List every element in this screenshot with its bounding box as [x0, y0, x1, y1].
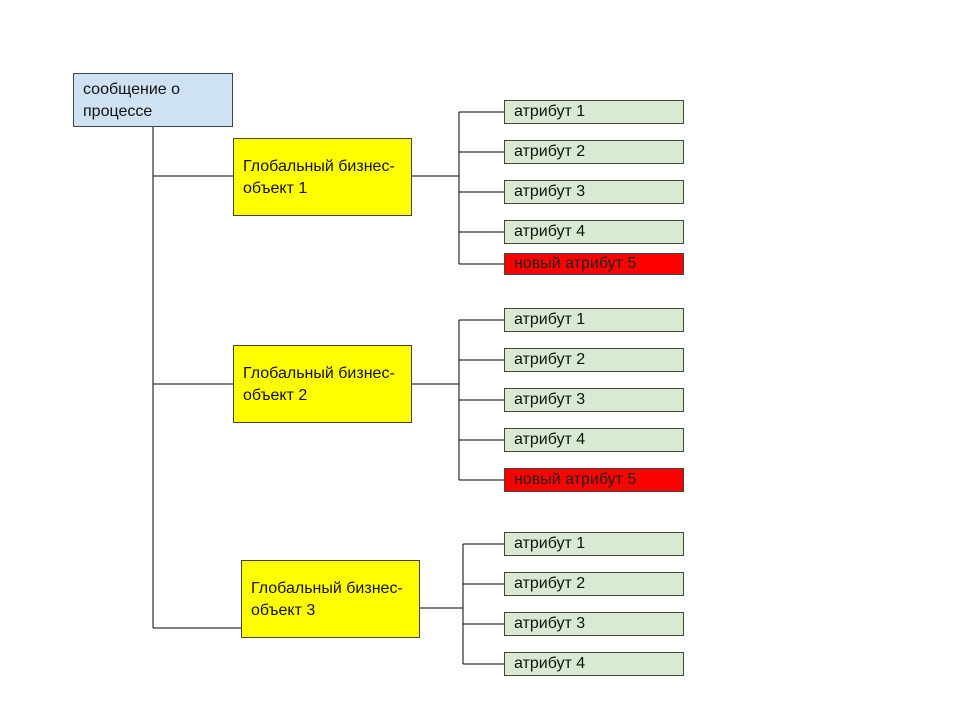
attribute-node: атрибут 4	[504, 220, 684, 244]
process-message-node: сообщение о процессе	[73, 73, 233, 127]
attribute-node: атрибут 3	[504, 388, 684, 412]
new-attribute-node: новый атрибут 5	[504, 253, 684, 275]
global-business-object-1: Глобальный бизнес-объект 1	[233, 138, 412, 216]
attribute-node: атрибут 1	[504, 100, 684, 124]
new-attribute-node: новый атрибут 5	[504, 468, 684, 492]
attribute-node: атрибут 1	[504, 308, 684, 332]
attribute-node: атрибут 2	[504, 572, 684, 596]
attribute-node: атрибут 4	[504, 428, 684, 452]
attribute-node: атрибут 1	[504, 532, 684, 556]
attribute-node: атрибут 3	[504, 612, 684, 636]
attribute-node: атрибут 3	[504, 180, 684, 204]
attribute-node: атрибут 2	[504, 140, 684, 164]
attribute-node: атрибут 4	[504, 652, 684, 676]
global-business-object-3: Глобальный бизнес-объект 3	[241, 560, 420, 638]
global-business-object-2: Глобальный бизнес-объект 2	[233, 345, 412, 423]
attribute-node: атрибут 2	[504, 348, 684, 372]
